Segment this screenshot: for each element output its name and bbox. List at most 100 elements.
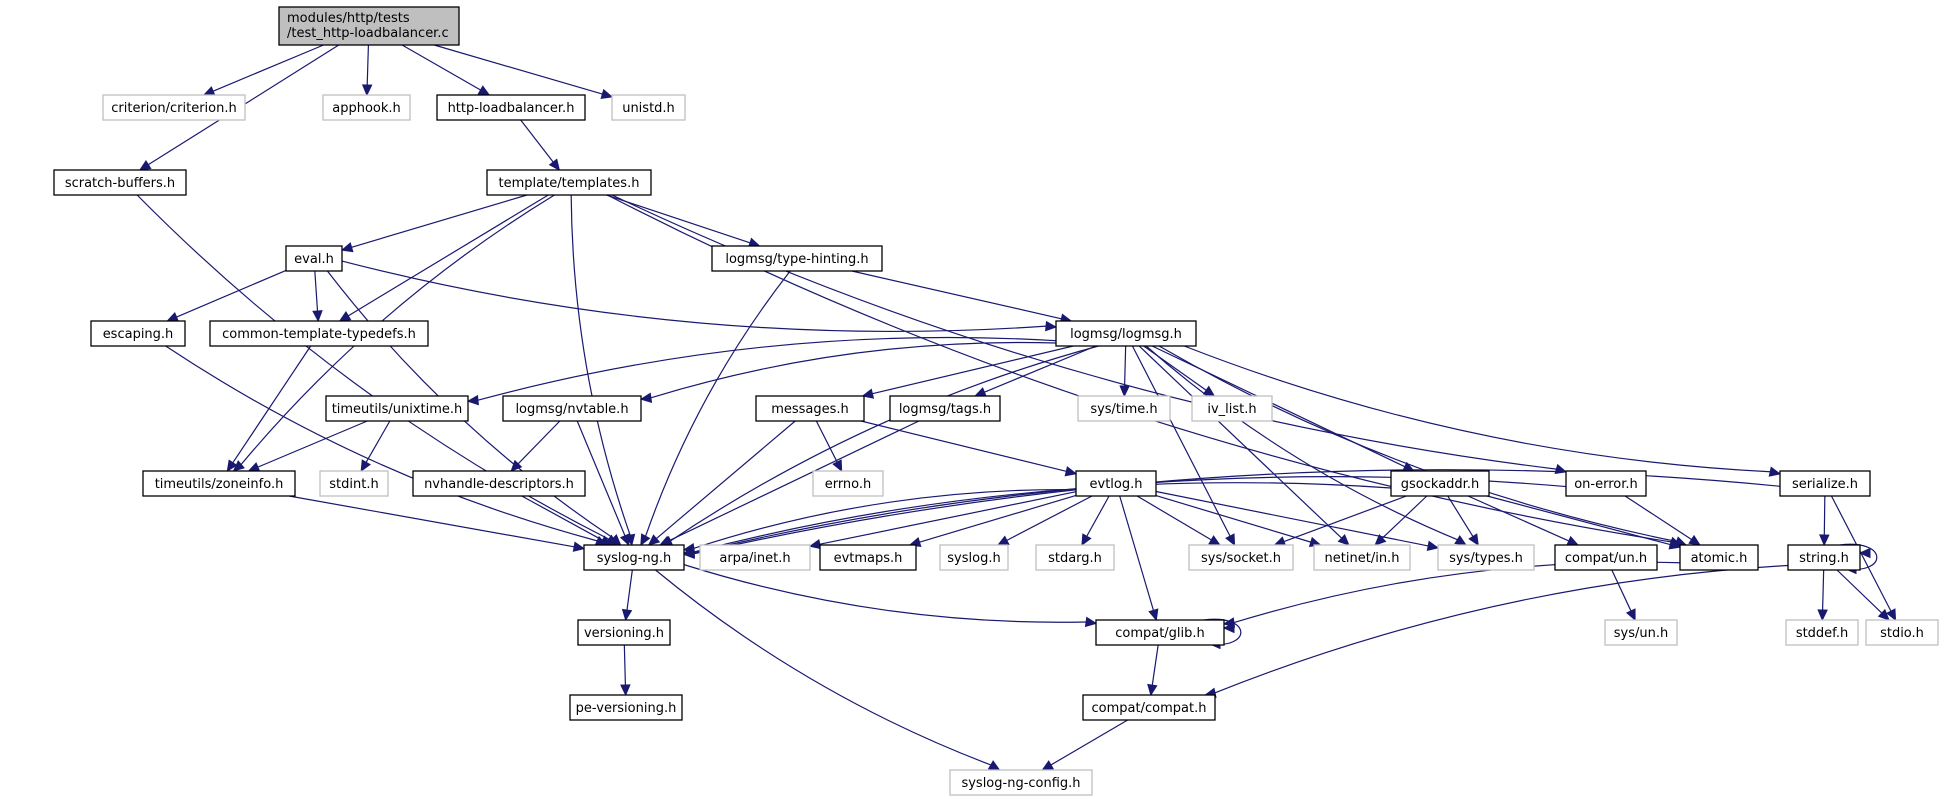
node-box[interactable] — [1077, 395, 1171, 422]
edge-serialize-to-string — [1819, 495, 1830, 547]
node-box[interactable] — [412, 470, 586, 497]
node-box[interactable] — [1554, 544, 1658, 571]
node-tags[interactable]: logmsg/tags.h — [889, 395, 1001, 422]
node-gsockaddr[interactable]: gsockaddr.h — [1390, 470, 1490, 497]
node-box[interactable] — [322, 94, 411, 121]
node-compat[interactable]: compat/compat.h — [1082, 694, 1216, 721]
node-box[interactable] — [142, 470, 296, 497]
node-eval[interactable]: eval.h — [285, 245, 343, 272]
node-templates[interactable]: template/templates.h — [486, 169, 652, 196]
node-box[interactable] — [1095, 619, 1225, 646]
node-box[interactable] — [1604, 619, 1678, 646]
node-netinet[interactable]: netinet/in.h — [1313, 544, 1411, 571]
node-box[interactable] — [755, 395, 865, 422]
node-box[interactable] — [1313, 544, 1411, 571]
node-box[interactable] — [819, 544, 917, 571]
node-box[interactable] — [90, 320, 186, 347]
node-onerror[interactable]: on-error.h — [1565, 470, 1647, 497]
node-config[interactable]: syslog-ng-config.h — [949, 769, 1093, 796]
node-box[interactable] — [1787, 544, 1861, 571]
node-label: netinet/in.h — [1325, 551, 1400, 566]
node-box[interactable] — [569, 694, 683, 721]
node-box[interactable] — [102, 94, 246, 121]
node-box[interactable] — [1055, 320, 1197, 347]
node-box[interactable] — [1679, 544, 1759, 571]
node-syslogh[interactable]: syslog.h — [939, 544, 1009, 571]
node-box[interactable] — [889, 395, 1001, 422]
node-ivlist[interactable]: iv_list.h — [1191, 395, 1273, 422]
node-evtmaps[interactable]: evtmaps.h — [819, 544, 917, 571]
node-stdint[interactable]: stdint.h — [319, 470, 389, 497]
arrowhead-icon — [361, 84, 373, 97]
node-box[interactable] — [1779, 470, 1871, 497]
arrowhead-icon — [609, 533, 622, 546]
node-nvhandle[interactable]: nvhandle-descriptors.h — [412, 470, 586, 497]
node-box[interactable] — [502, 395, 642, 422]
node-box[interactable] — [486, 169, 652, 196]
node-apphook[interactable]: apphook.h — [322, 94, 411, 121]
node-nvtable[interactable]: logmsg/nvtable.h — [502, 395, 642, 422]
node-sysun[interactable]: sys/un.h — [1604, 619, 1678, 646]
node-syslogng[interactable]: syslog-ng.h — [583, 544, 685, 571]
node-box[interactable] — [1565, 470, 1647, 497]
node-label: logmsg/type-hinting.h — [725, 252, 868, 267]
node-box[interactable] — [1082, 694, 1216, 721]
node-string[interactable]: string.h — [1787, 544, 1861, 571]
node-box[interactable] — [278, 6, 460, 46]
node-ctt[interactable]: common-template-typedefs.h — [209, 320, 429, 347]
node-glib[interactable]: compat/glib.h — [1095, 619, 1225, 646]
node-box[interactable] — [319, 470, 389, 497]
edge-compatun-to-sysun — [1611, 569, 1636, 622]
node-box[interactable] — [1075, 470, 1157, 497]
node-box[interactable] — [1390, 470, 1490, 497]
node-box[interactable] — [699, 544, 811, 571]
node-box[interactable] — [209, 320, 429, 347]
node-versioning[interactable]: versioning.h — [577, 619, 671, 646]
node-box[interactable] — [583, 544, 685, 571]
node-systypes[interactable]: sys/types.h — [1437, 544, 1535, 571]
node-box[interactable] — [949, 769, 1093, 796]
node-syssocket[interactable]: sys/socket.h — [1188, 544, 1294, 571]
node-label: logmsg/tags.h — [899, 402, 991, 417]
node-scratch[interactable]: scratch-buffers.h — [53, 169, 187, 196]
node-typehint[interactable]: logmsg/type-hinting.h — [711, 245, 883, 272]
arrowhead-icon — [996, 535, 1010, 546]
edge-line — [401, 44, 481, 91]
node-compatun[interactable]: compat/un.h — [1554, 544, 1658, 571]
node-box[interactable] — [611, 94, 686, 121]
node-logmsg[interactable]: logmsg/logmsg.h — [1055, 320, 1197, 347]
node-box[interactable] — [1785, 619, 1859, 646]
node-criterion[interactable]: criterion/criterion.h — [102, 94, 246, 121]
node-stddef[interactable]: stddef.h — [1785, 619, 1859, 646]
node-serialize[interactable]: serialize.h — [1779, 470, 1871, 497]
node-unistd[interactable]: unistd.h — [611, 94, 686, 121]
node-box[interactable] — [711, 245, 883, 272]
node-escaping[interactable]: escaping.h — [90, 320, 186, 347]
node-messages[interactable]: messages.h — [755, 395, 865, 422]
node-box[interactable] — [939, 544, 1009, 571]
node-box[interactable] — [325, 395, 469, 422]
node-box[interactable] — [1188, 544, 1294, 571]
node-arpainet[interactable]: arpa/inet.h — [699, 544, 811, 571]
node-errno[interactable]: errno.h — [812, 470, 884, 497]
node-box[interactable] — [1191, 395, 1273, 422]
node-box[interactable] — [1035, 544, 1115, 571]
node-systime[interactable]: sys/time.h — [1077, 395, 1171, 422]
node-box[interactable] — [577, 619, 671, 646]
node-stdarg[interactable]: stdarg.h — [1035, 544, 1115, 571]
node-box[interactable] — [53, 169, 187, 196]
node-root[interactable]: modules/http/tests/test_http-loadbalance… — [278, 6, 460, 46]
node-atomic[interactable]: atomic.h — [1679, 544, 1759, 571]
edge-line — [1486, 495, 1671, 546]
node-peversioning[interactable]: pe-versioning.h — [569, 694, 683, 721]
node-box[interactable] — [1865, 619, 1939, 646]
node-httplb[interactable]: http-loadbalancer.h — [436, 94, 586, 121]
node-box[interactable] — [285, 245, 343, 272]
node-zoneinfo[interactable]: timeutils/zoneinfo.h — [142, 470, 296, 497]
node-evtlog[interactable]: evtlog.h — [1075, 470, 1157, 497]
node-unixtime[interactable]: timeutils/unixtime.h — [325, 395, 469, 422]
node-stdio[interactable]: stdio.h — [1865, 619, 1939, 646]
node-box[interactable] — [1437, 544, 1535, 571]
node-box[interactable] — [812, 470, 884, 497]
node-box[interactable] — [436, 94, 586, 121]
